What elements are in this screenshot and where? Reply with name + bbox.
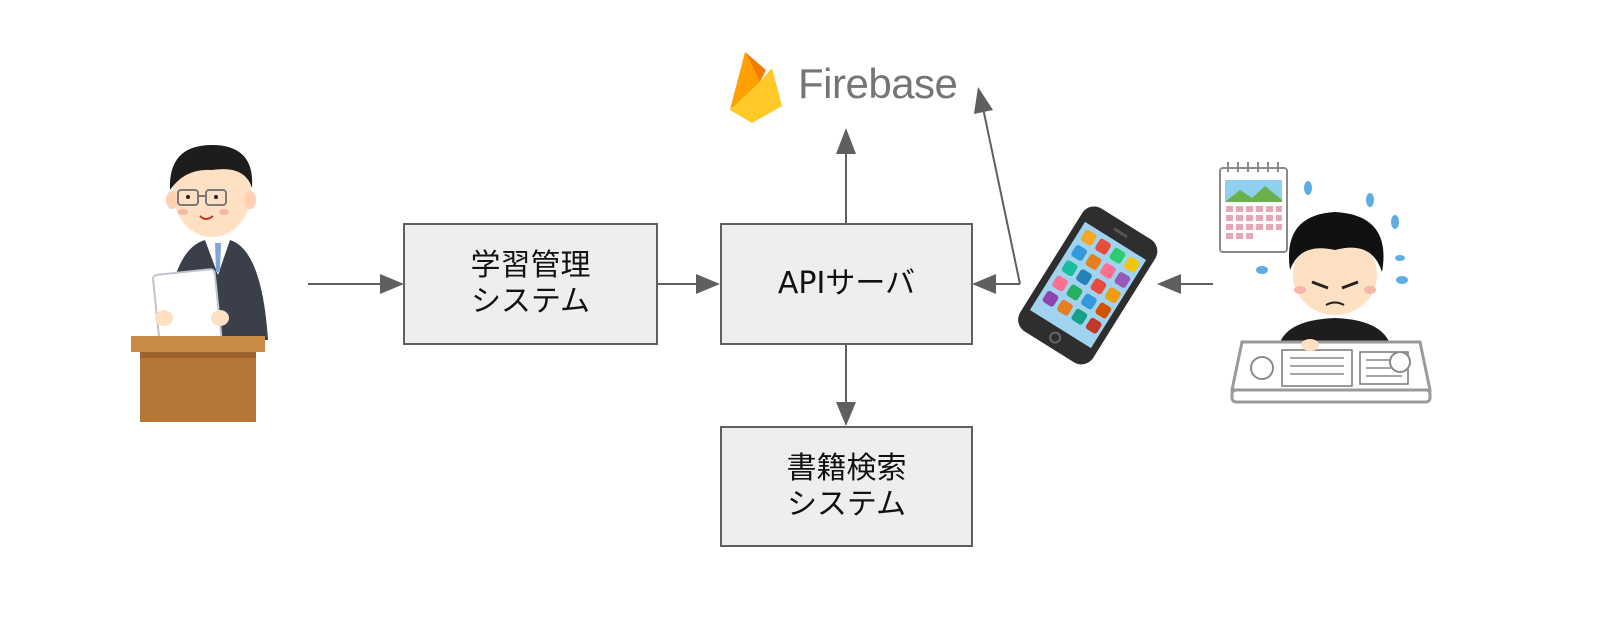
arrow-phone-to-firebase [982,107,1021,285]
box-label-line: システム [470,284,591,319]
learning-system-box: 学習管理 システム [403,223,658,345]
arrowhead [972,274,996,294]
arrowhead [836,128,856,154]
box-label-line: システム [786,486,907,522]
box-label-line: APIサーバ [777,266,916,301]
arrowhead [836,402,856,426]
api-server-box: APIサーバ [720,223,973,345]
box-label-line: 学習管理 [470,248,591,283]
arrowhead [1157,274,1181,294]
arrowhead [380,274,404,294]
arrowhead [696,274,720,294]
box-label-line: 書籍検索 [786,450,907,486]
arrowhead [974,87,993,114]
firebase-wordmark: Firebase [798,60,958,107]
book-search-box: 書籍検索 システム [720,426,973,547]
